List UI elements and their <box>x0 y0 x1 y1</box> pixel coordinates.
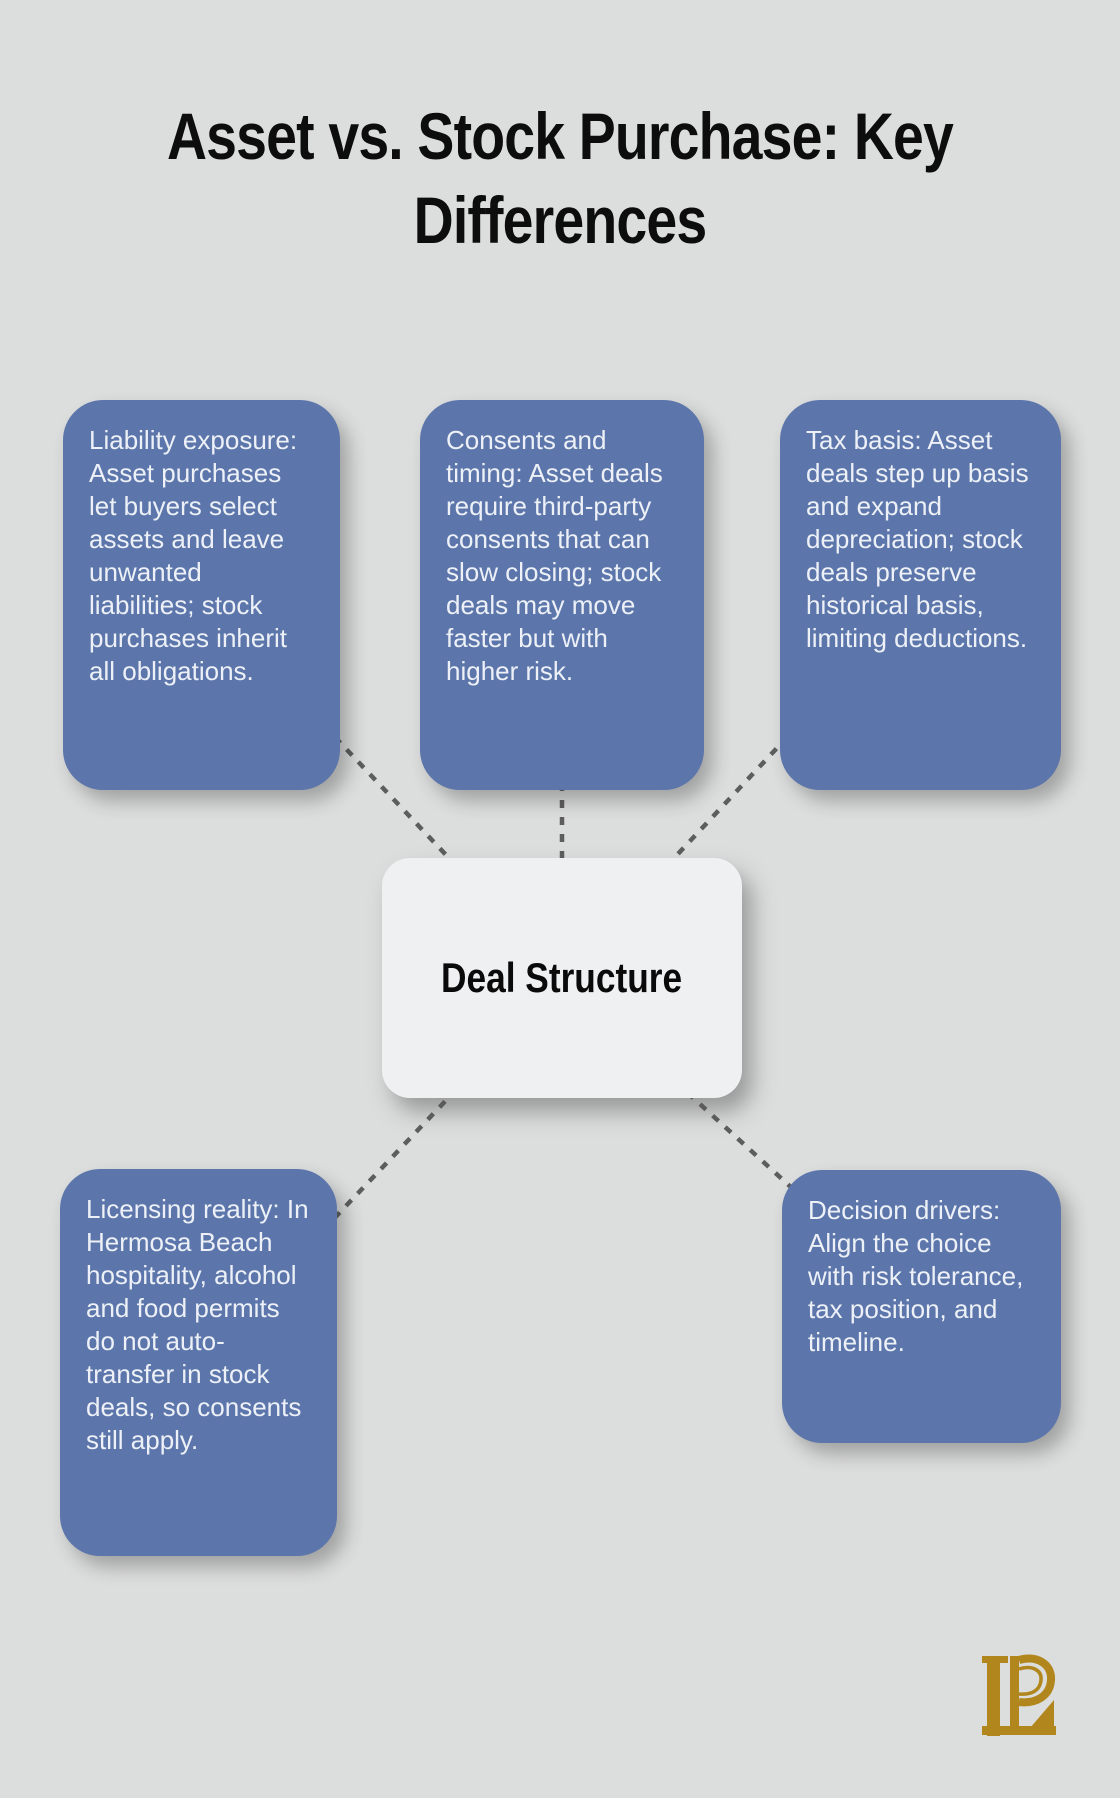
page-title-line2: Differences <box>413 183 708 257</box>
branch-box-decision-drivers: Decision drivers: Align the choice with … <box>782 1170 1061 1443</box>
lp-monogram-logo <box>980 1654 1058 1742</box>
lp-monogram-icon <box>982 1654 1056 1736</box>
branch-box-consents-timing: Consents and timing: Asset deals require… <box>420 400 704 790</box>
branch-box-tax-basis: Tax basis: Asset deals step up basis and… <box>780 400 1061 790</box>
branch-box-liability-exposure: Liability exposure: Asset purchases let … <box>63 400 340 790</box>
branch-text: Licensing reality: In Hermosa Beach hosp… <box>86 1194 309 1455</box>
branch-box-licensing-reality: Licensing reality: In Hermosa Beach hosp… <box>60 1169 337 1556</box>
page-title-line1: Asset vs. Stock Purchase: Key <box>166 99 954 173</box>
branch-text: Decision drivers: Align the choice with … <box>808 1195 1024 1357</box>
branch-text: Consents and timing: Asset deals require… <box>446 425 663 686</box>
branch-text: Liability exposure: Asset purchases let … <box>89 425 298 686</box>
branch-text: Tax basis: Asset deals step up basis and… <box>806 425 1029 653</box>
connector-line <box>560 976 923 1308</box>
center-node-label: Deal Structure <box>441 954 683 1001</box>
page-title: Asset vs. Stock Purchase: Key Difference… <box>90 94 1031 262</box>
center-node-deal-structure: Deal Structure <box>382 858 742 1098</box>
